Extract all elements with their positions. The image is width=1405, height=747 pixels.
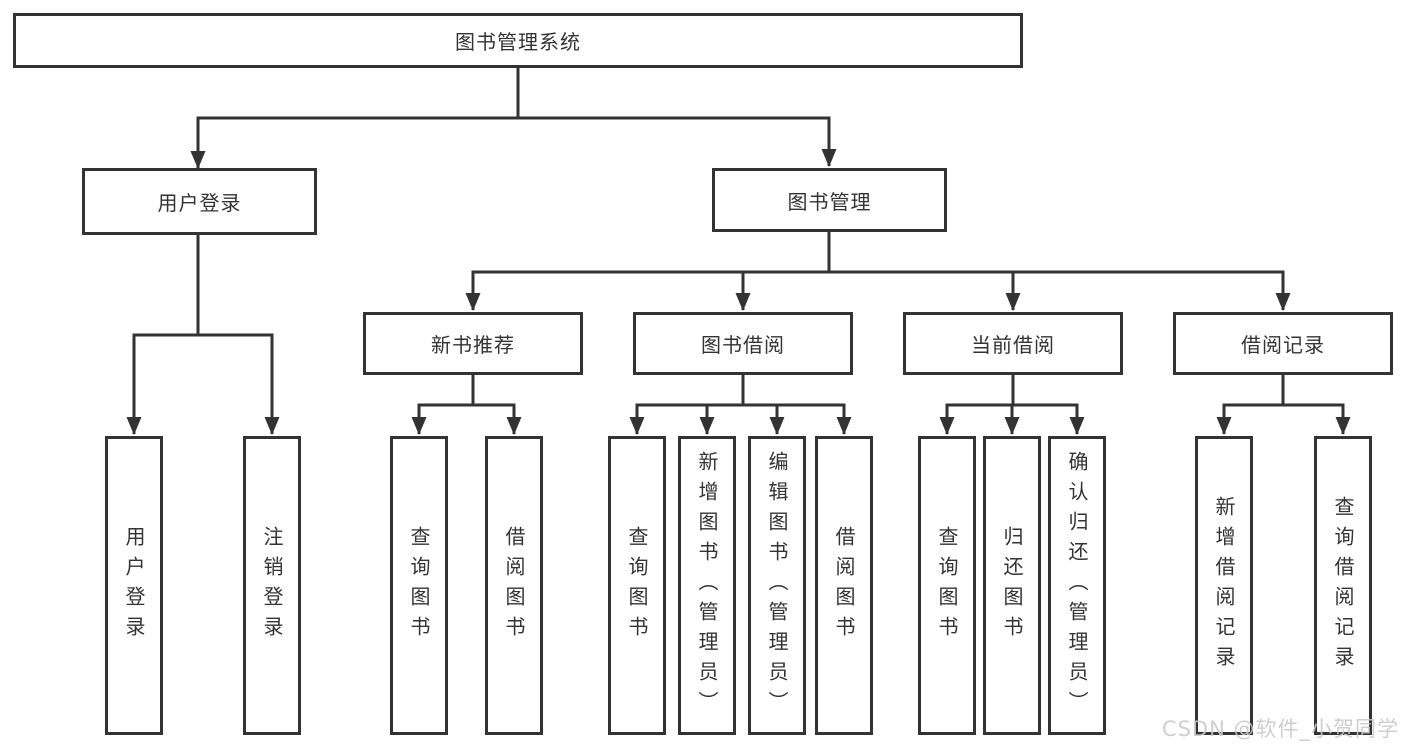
node-label: 借阅图书 [832, 525, 856, 646]
node-label: 用户登录 [122, 525, 146, 646]
node-label: 新增图书（管理员） [695, 450, 719, 721]
leaf-add-borrow-record: 新增借阅记录 [1195, 436, 1253, 735]
node-label: 新书推荐 [431, 333, 515, 357]
node-label: 当前借阅 [971, 333, 1055, 357]
leaf-add-books-admin: 新增图书（管理员） [678, 436, 736, 735]
leaf-query-books-current: 查询图书 [918, 436, 976, 735]
connector-book-mgmt-children [465, 232, 1291, 311]
node-label: 归还图书 [1000, 525, 1024, 646]
node-label: 图书借阅 [701, 333, 785, 357]
connector-borrow-records-children [1216, 375, 1351, 435]
connector-root-to-level2 [190, 68, 837, 169]
connector-user-login-children [126, 235, 280, 435]
node-label: 编辑图书（管理员） [765, 450, 789, 721]
node-label: 借阅图书 [502, 525, 526, 646]
leaf-edit-books-admin: 编辑图书（管理员） [748, 436, 806, 735]
leaf-logout: 注销登录 [243, 436, 301, 735]
node-label: 图书管理系统 [455, 30, 581, 54]
node-label: 图书管理 [787, 189, 872, 214]
node-label: 查询图书 [407, 525, 431, 646]
leaf-query-borrow-record: 查询借阅记录 [1314, 436, 1372, 735]
node-user-login-group: 用户登录 [82, 168, 317, 235]
node-book-management: 图书管理 [712, 168, 947, 232]
node-library-management-system: 图书管理系统 [13, 13, 1023, 68]
leaf-return-books: 归还图书 [983, 436, 1041, 735]
node-label: 确认归还（管理员） [1065, 450, 1089, 721]
node-book-borrow: 图书借阅 [633, 312, 853, 375]
leaf-borrow-books-new-rec: 借阅图书 [485, 436, 543, 735]
leaf-confirm-return-admin: 确认归还（管理员） [1048, 436, 1106, 735]
node-label: 借阅记录 [1241, 333, 1325, 357]
node-label: 查询图书 [935, 525, 959, 646]
node-label: 用户登录 [157, 191, 242, 215]
leaf-user-login: 用户登录 [105, 436, 163, 735]
leaf-borrow-books: 借阅图书 [815, 436, 873, 735]
node-label: 新增借阅记录 [1212, 495, 1236, 676]
node-label: 注销登录 [260, 525, 284, 646]
connector-current-borrow-children [939, 375, 1085, 435]
connector-book-borrow-children [629, 375, 852, 435]
leaf-query-books-borrow: 查询图书 [608, 436, 666, 735]
connector-new-rec-children [411, 375, 522, 435]
node-new-book-recommend: 新书推荐 [363, 312, 583, 375]
node-current-borrow: 当前借阅 [903, 312, 1123, 375]
node-borrow-records: 借阅记录 [1173, 312, 1393, 375]
leaf-query-books-new-rec: 查询图书 [390, 436, 448, 735]
node-label: 查询图书 [625, 525, 649, 646]
node-label: 查询借阅记录 [1331, 495, 1355, 676]
